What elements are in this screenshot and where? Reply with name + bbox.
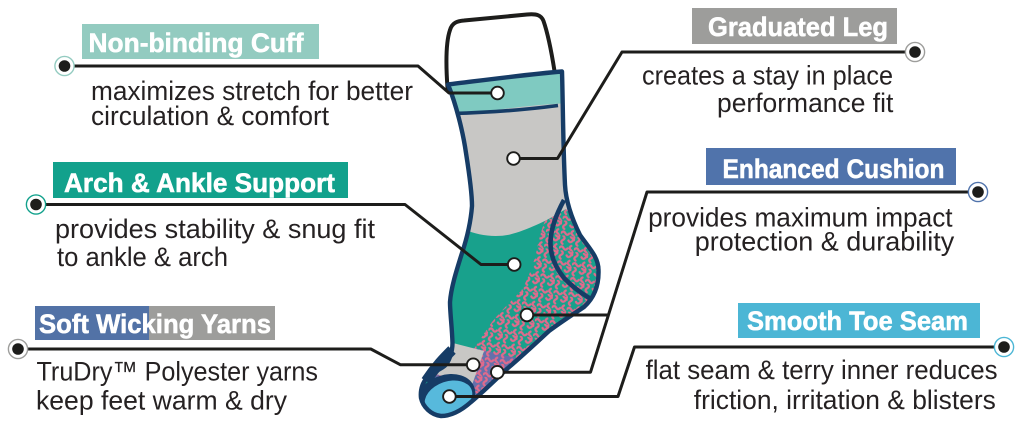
svg-text:creates a stay in place: creates a stay in place xyxy=(642,61,893,91)
svg-text:circulation & comfort: circulation & comfort xyxy=(91,101,329,131)
svg-text:maximizes stretch for better: maximizes stretch for better xyxy=(91,76,413,106)
svg-text:Soft Wicking Yarns: Soft Wicking Yarns xyxy=(39,309,271,339)
svg-text:protection & durability: protection & durability xyxy=(695,226,955,256)
svg-text:to ankle & arch: to ankle & arch xyxy=(57,242,228,272)
svg-text:keep feet warm & dry: keep feet warm & dry xyxy=(36,386,287,416)
svg-text:Graduated Leg: Graduated Leg xyxy=(708,12,888,42)
svg-text:Enhanced Cushion: Enhanced Cushion xyxy=(723,154,945,184)
svg-text:flat seam & terry inner reduce: flat seam & terry inner reduces xyxy=(646,355,998,385)
svg-text:friction, irritation & blister: friction, irritation & blisters xyxy=(694,385,996,415)
svg-text:provides stability & snug fit: provides stability & snug fit xyxy=(55,214,375,244)
svg-text:Smooth Toe Seam: Smooth Toe Seam xyxy=(747,306,968,336)
svg-text:Non-binding Cuff: Non-binding Cuff xyxy=(89,28,305,58)
svg-text:TruDry™ Polyester yarns: TruDry™ Polyester yarns xyxy=(37,356,319,386)
svg-text:provides maximum impact: provides maximum impact xyxy=(648,202,953,232)
svg-text:Arch & Ankle Support: Arch & Ankle Support xyxy=(64,168,335,198)
svg-text:performance fit: performance fit xyxy=(717,88,894,118)
